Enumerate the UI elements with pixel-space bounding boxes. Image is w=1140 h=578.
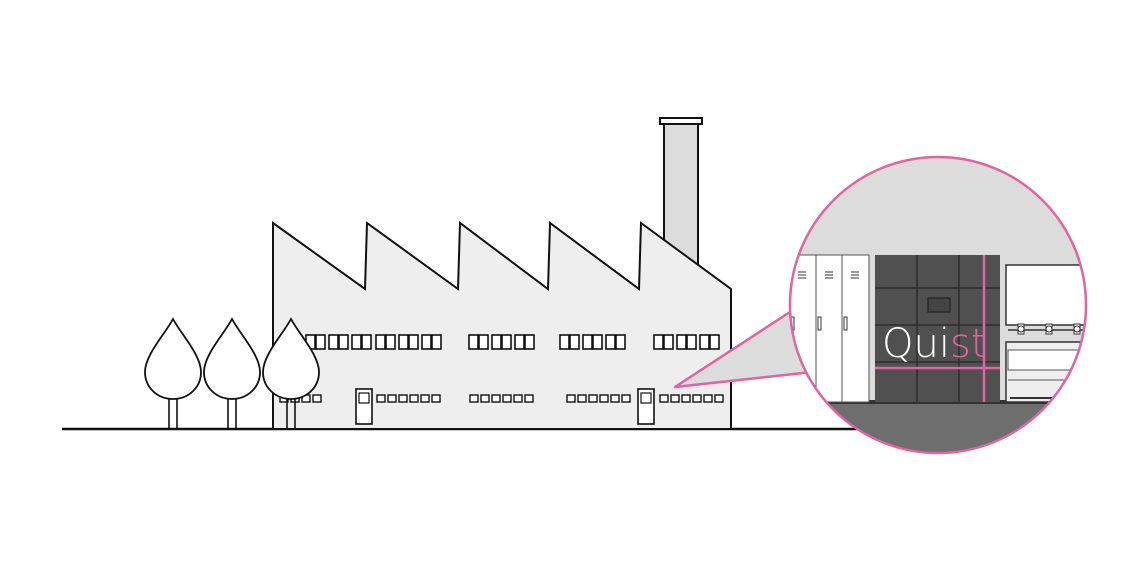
small-window <box>577 394 587 403</box>
small-window <box>610 394 620 403</box>
small-window <box>681 394 691 403</box>
small-window <box>502 394 512 403</box>
window <box>351 334 372 350</box>
factory-building <box>272 221 732 430</box>
small-window <box>621 394 631 403</box>
window <box>328 334 349 350</box>
small-window <box>420 394 430 403</box>
zoom-circle: Quist <box>788 155 1088 455</box>
window <box>514 334 535 350</box>
window <box>468 334 489 350</box>
logo-part-1: Qui <box>882 321 950 367</box>
small-window <box>703 394 713 403</box>
lockers <box>790 254 870 403</box>
window <box>491 334 512 350</box>
small-window <box>588 394 598 403</box>
small-window <box>387 394 397 403</box>
workbench <box>1005 264 1086 403</box>
window <box>421 334 442 350</box>
small-window <box>566 394 576 403</box>
logo-part-2: st <box>950 321 987 367</box>
small-window <box>692 394 702 403</box>
small-window <box>398 394 408 403</box>
window <box>375 334 396 350</box>
small-window <box>714 394 724 403</box>
door-left <box>355 388 373 425</box>
small-window <box>376 394 386 403</box>
small-window <box>312 394 322 403</box>
small-window <box>480 394 490 403</box>
small-window <box>513 394 523 403</box>
window <box>605 334 626 350</box>
tree-icon <box>262 317 320 429</box>
small-window <box>431 394 441 403</box>
quist-logo: Quist <box>882 321 986 367</box>
small-window <box>659 394 669 403</box>
small-window <box>409 394 419 403</box>
tree-icon <box>203 317 261 429</box>
small-window <box>599 394 609 403</box>
small-window <box>670 394 680 403</box>
window <box>676 334 697 350</box>
window <box>582 334 603 350</box>
small-window <box>524 394 534 403</box>
small-window <box>469 394 479 403</box>
window <box>653 334 674 350</box>
door-right <box>637 388 655 425</box>
trees <box>144 317 320 429</box>
small-window <box>491 394 501 403</box>
window <box>398 334 419 350</box>
window <box>699 334 720 350</box>
storage-unit: Quist <box>875 255 1000 402</box>
window <box>559 334 580 350</box>
tree-icon <box>144 317 202 429</box>
